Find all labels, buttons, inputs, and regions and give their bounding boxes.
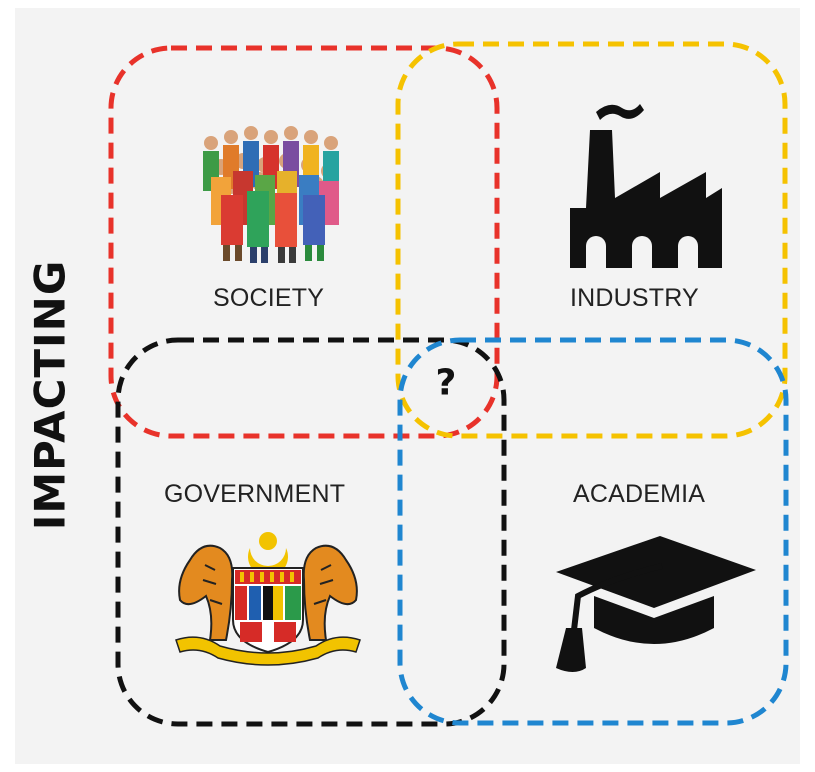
government-outline <box>115 337 507 727</box>
factory-icon <box>570 104 722 268</box>
center-question-mark: ? <box>435 362 457 404</box>
academia-outline <box>397 337 789 726</box>
government-label: GOVERNMENT <box>164 480 346 508</box>
society-label: SOCIETY <box>213 284 325 312</box>
industry-outline <box>395 41 788 439</box>
people-crowd-icon <box>203 126 339 263</box>
graduation-cap-icon <box>556 536 756 672</box>
academia-label: ACADEMIA <box>573 480 706 508</box>
coat-of-arms-icon <box>175 532 361 666</box>
society-outline <box>108 45 500 439</box>
industry-label: INDUSTRY <box>570 284 699 312</box>
side-title: IMPACTING <box>25 259 75 531</box>
